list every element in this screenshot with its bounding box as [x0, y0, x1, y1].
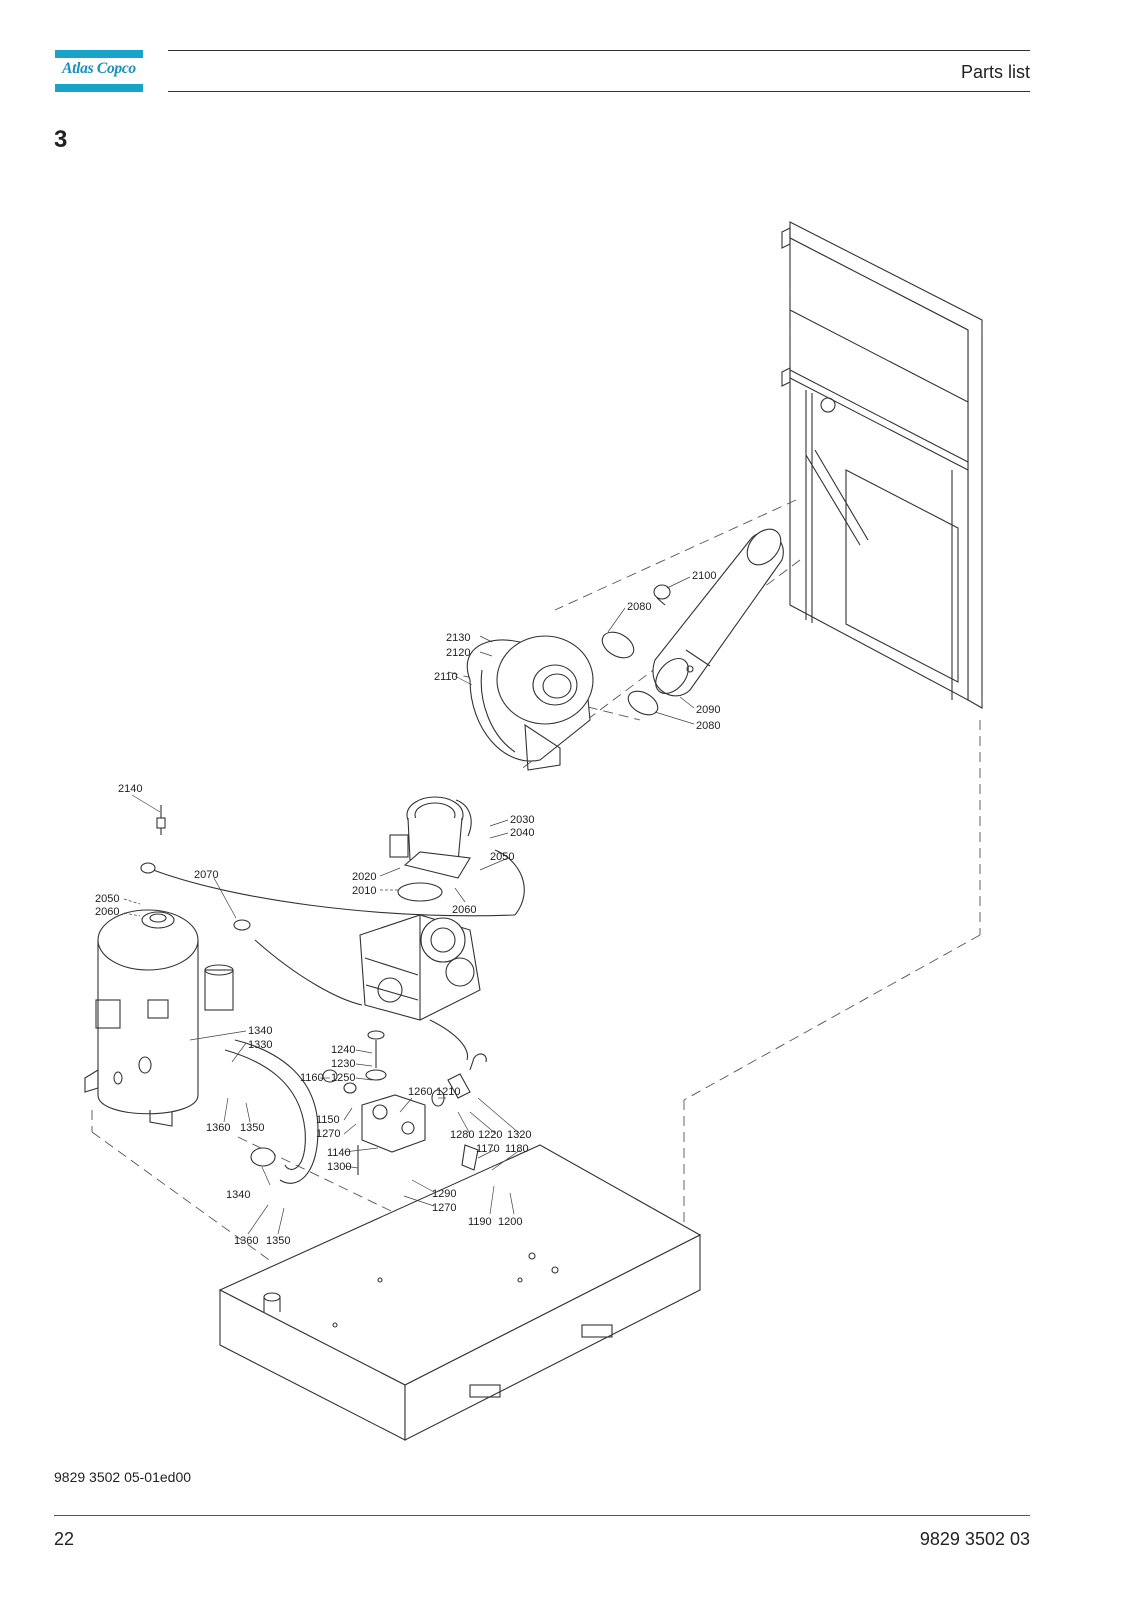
callout-leader-lines [123, 576, 695, 1235]
header-rule-bottom [168, 91, 1030, 92]
callout-1270-lower: 1270 [432, 1202, 456, 1214]
callout-2010: 2010 [352, 885, 376, 897]
base-frame [218, 1144, 702, 1441]
callout-1270-upper: 1270 [316, 1128, 340, 1140]
callout-1340-lower: 1340 [226, 1189, 250, 1201]
oring-2010 [397, 882, 443, 902]
air-filter-housing [466, 635, 594, 771]
callout-2080-lower: 2080 [696, 720, 720, 732]
callout-2130: 2130 [446, 632, 470, 644]
callout-1280: 1280 [450, 1129, 474, 1141]
callout-1350-lower: 1350 [266, 1235, 290, 1247]
publication-number: 9829 3502 03 [919, 1529, 1030, 1549]
callout-2100: 2100 [692, 570, 716, 582]
callout-1340-upper: 1340 [248, 1025, 272, 1037]
footer-rule [54, 1515, 1030, 1516]
callout-1160: 1160 [300, 1072, 324, 1084]
callout-2040: 2040 [510, 827, 534, 839]
callout-1190: 1190 [468, 1216, 492, 1228]
intake-tube [652, 528, 784, 697]
callout-1140: 1140 [327, 1147, 351, 1159]
callout-1350-upper: 1350 [240, 1122, 264, 1134]
callout-2060-left: 2060 [95, 906, 119, 918]
callout-1240: 1240 [331, 1044, 355, 1056]
header-title: Parts list [960, 62, 1030, 82]
section-number: 3 [54, 126, 68, 153]
callout-1300: 1300 [327, 1161, 351, 1173]
callout-2030: 2030 [510, 814, 534, 826]
callout-1260: 1260 [408, 1086, 432, 1098]
header-rule-top [168, 50, 1030, 51]
callout-2060-right: 2060 [452, 904, 476, 916]
sensor-and-lines [140, 805, 525, 1061]
callout-2020: 2020 [352, 871, 376, 883]
inlet-valve [389, 796, 472, 879]
part-callouts: 2100 2080 2130 2120 2110 2090 2080 2140 … [95, 570, 720, 1247]
callout-2110: 2110 [434, 671, 458, 683]
callout-1220: 1220 [478, 1129, 502, 1141]
callout-1360-lower: 1360 [234, 1235, 258, 1247]
logo-bar-top [55, 50, 143, 58]
callout-1330: 1330 [248, 1039, 272, 1051]
oil-separator-vessel [84, 909, 199, 1127]
callout-2140: 2140 [118, 783, 142, 795]
callout-2050-left: 2050 [95, 893, 119, 905]
callout-1290: 1290 [432, 1188, 456, 1200]
document-code: 9829 3502 05-01ed00 [54, 1469, 192, 1485]
page-number: 22 [54, 1529, 75, 1549]
oil-hose [204, 964, 319, 1184]
callout-1200: 1200 [498, 1216, 522, 1228]
callout-2080-upper: 2080 [627, 601, 651, 613]
callout-2120: 2120 [446, 647, 470, 659]
callout-1360-upper: 1360 [206, 1122, 230, 1134]
rear-panel-frame [781, 221, 983, 709]
callout-1210: 1210 [436, 1086, 460, 1098]
logo-bar-bottom [55, 84, 143, 92]
atlas-copco-logo: Atlas Copco [55, 50, 143, 92]
compressor-element [359, 914, 481, 1021]
callout-2050-right: 2050 [490, 851, 514, 863]
callout-1250: 1250 [331, 1072, 355, 1084]
logo-wordmark: Atlas Copco [62, 60, 136, 77]
callout-2070: 2070 [194, 869, 218, 881]
callout-1150: 1150 [316, 1114, 340, 1126]
callout-1230: 1230 [331, 1058, 355, 1070]
callout-2090: 2090 [696, 704, 720, 716]
callout-1320: 1320 [507, 1129, 531, 1141]
callout-1170: 1170 [476, 1143, 500, 1155]
clamps-and-cap [601, 584, 671, 716]
callout-1180: 1180 [505, 1143, 529, 1155]
